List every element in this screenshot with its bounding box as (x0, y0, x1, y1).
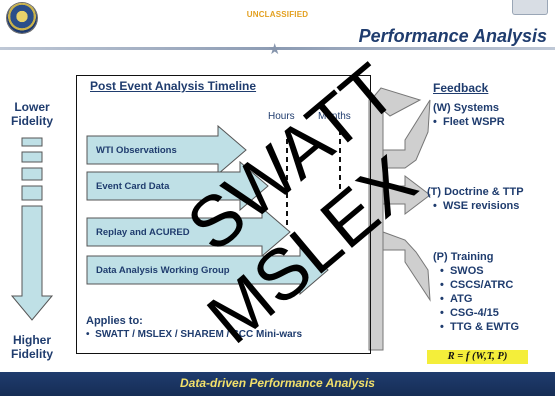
feedback-doctrine-heading: (T) Doctrine & TTP (427, 186, 524, 198)
arrow-into-feedback (370, 87, 422, 117)
feedback-arrow-doctrine (382, 174, 431, 216)
star-icon: ★ (268, 41, 282, 58)
feedback-training-item: • SWOS (440, 265, 484, 277)
classification-banner: UNCLASSIFIED (246, 10, 309, 19)
fidelity-bar (21, 151, 43, 163)
fidelity-bar (21, 167, 43, 181)
feedback-title: Feedback (433, 81, 489, 95)
timeline-box (76, 75, 371, 354)
feedback-training-item: • CSG-4/15 (440, 307, 499, 319)
timeline-title: Post Event Analysis Timeline (90, 79, 257, 93)
feedback-training-item: • CSCS/ATRC (440, 279, 514, 291)
feedback-item: WSE revisions (442, 200, 520, 212)
fidelity-bar (21, 137, 43, 147)
timeline-arrow-4 (86, 244, 329, 296)
feedback-arrow-systems (382, 99, 431, 169)
footer-bar (0, 372, 555, 396)
feedback-systems-item: • Fleet WSPR (433, 116, 505, 128)
feedback-item: Fleet WSPR (442, 116, 505, 128)
feedback-arrow-training (382, 231, 431, 302)
applies-title: Applies to: (86, 315, 143, 327)
bar-label-wti: WTI Observations (96, 145, 177, 156)
feedback-item: CSCS/ATRC (449, 279, 514, 291)
higher-fidelity-label: Higher Fidelity (4, 333, 60, 361)
performance-formula: R = f (W,T, P) (427, 350, 528, 364)
feedback-item: TTG & EWTG (449, 321, 520, 333)
applies-item-text: SWATT / MSLEX / SHAREM / SCC Mini-wars (95, 329, 303, 340)
header-tab-graphic (512, 0, 548, 15)
timeline-arrow-1 (86, 124, 247, 176)
feedback-training-item: • TTG & EWTG (440, 321, 520, 333)
fidelity-down-arrow (10, 205, 54, 321)
months-label: Months (318, 111, 351, 122)
feedback-item: ATG (449, 293, 473, 305)
feedback-item: CSG-4/15 (449, 307, 499, 319)
higher-fidelity-text: Higher Fidelity (10, 333, 53, 361)
bar-label-dawg: Data Analysis Working Group (96, 265, 230, 276)
timeline-arrow-3 (86, 206, 291, 258)
footer-text: Data-driven Performance Analysis (180, 376, 375, 390)
navy-seal-logo (7, 3, 37, 33)
lower-fidelity-label: Lower Fidelity (4, 100, 60, 128)
bar-label-replay: Replay and ACURED (96, 227, 190, 238)
applies-item: • SWATT / MSLEX / SHAREM / SCC Mini-wars (86, 329, 303, 340)
page-title: Performance Analysis (358, 26, 547, 46)
feedback-doctrine-item: • WSE revisions (433, 200, 520, 212)
fidelity-scale (10, 137, 54, 321)
header-divider (0, 47, 555, 50)
hours-label: Hours (268, 111, 295, 122)
feedback-item: SWOS (449, 265, 484, 277)
bar-label-event-card: Event Card Data (96, 181, 170, 192)
timeline-arrow-2 (86, 160, 269, 212)
lower-fidelity-text: Lower Fidelity (10, 100, 53, 128)
feedback-systems-heading: (W) Systems (433, 102, 500, 114)
fidelity-bar (21, 185, 43, 201)
feedback-training-heading: (P) Training (433, 251, 494, 263)
feedback-training-item: • ATG (440, 293, 473, 305)
